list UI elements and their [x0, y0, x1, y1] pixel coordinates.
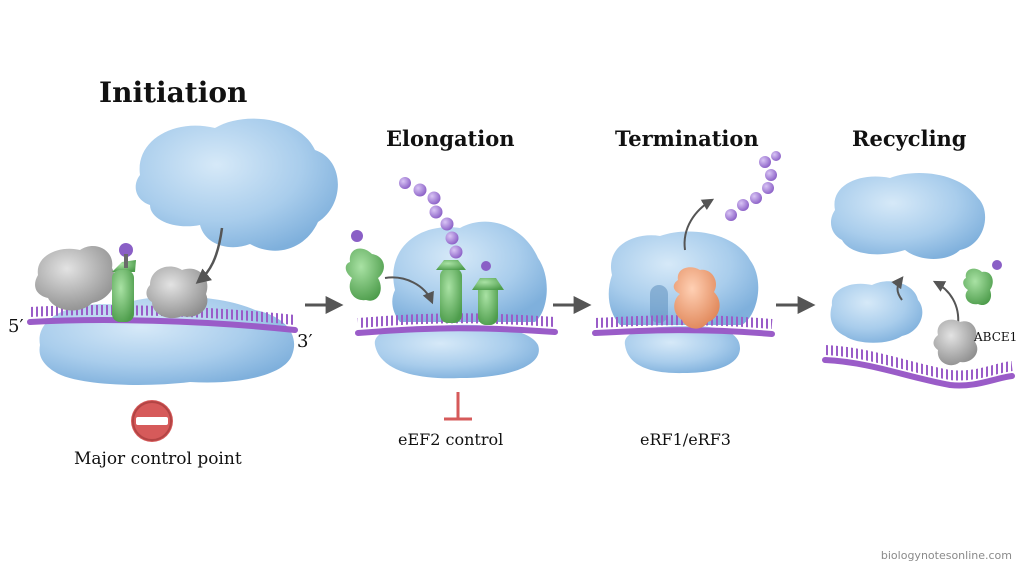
released-trna [963, 260, 1002, 306]
termination-stage [592, 151, 781, 374]
title-elongation: Elongation [386, 126, 515, 151]
separation-arrow [891, 276, 904, 301]
incoming-trna [345, 230, 384, 301]
title-initiation: Initiation [99, 76, 248, 109]
released-mrna [822, 357, 1015, 389]
dissociated-small-subunit [830, 281, 923, 343]
recycling-stage [822, 172, 1015, 389]
dissociated-large-subunit [830, 172, 986, 259]
ribosome-elongation [392, 221, 547, 322]
small-subunit-elongation [374, 324, 539, 379]
title-termination: Termination [615, 126, 759, 151]
release-factors-label: eRF1/eRF3 [640, 430, 731, 449]
inhibition-bar-icon [444, 392, 472, 421]
five-prime-label: 5′ [8, 316, 24, 337]
abce1-label: ABCE1 [974, 330, 1018, 344]
a-site-trna [472, 261, 504, 325]
assembly-arrow [195, 227, 224, 284]
title-recycling: Recycling [852, 126, 967, 151]
major-control-label: Major control point [74, 449, 242, 469]
mrna-strand [27, 317, 298, 333]
abce1-protein [933, 319, 978, 366]
initiation-factor-right [146, 266, 208, 319]
initiator-trna [112, 243, 136, 322]
eef2-control-label: eEF2 control [398, 430, 504, 449]
release-factor [673, 267, 720, 329]
watermark: biologynotesonline.com [880, 549, 1012, 562]
large-subunit [135, 118, 338, 251]
small-subunit-termination [624, 326, 740, 374]
released-polypeptide [725, 151, 781, 221]
growing-polypeptide [399, 177, 463, 259]
elongation-stage [345, 177, 558, 421]
release-arrow [683, 198, 715, 251]
translocation-arrow [384, 276, 434, 305]
p-site-trna [436, 260, 466, 323]
abce1-arrow [932, 280, 960, 326]
initiation-stage [27, 118, 338, 442]
initiation-factor-left [35, 246, 115, 311]
exit-tunnel [650, 285, 668, 323]
three-prime-label: 3′ [297, 331, 313, 352]
stop-sign-icon [131, 400, 173, 442]
